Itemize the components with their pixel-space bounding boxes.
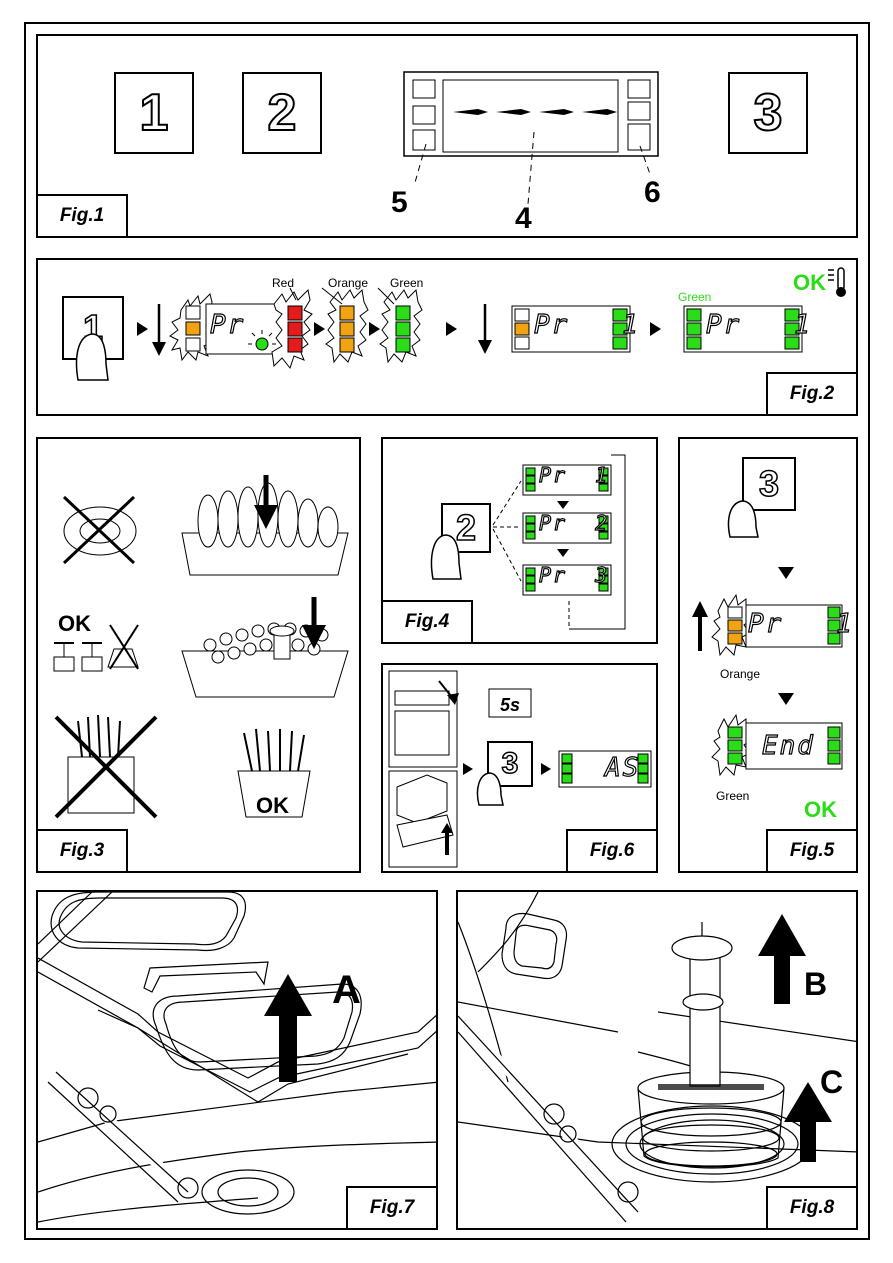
page-frame (24, 22, 870, 1240)
label-green-ready: Green (678, 290, 712, 304)
fig3-ok-glasses: OK (58, 611, 91, 636)
fig3-drawing (53, 475, 349, 819)
fig2-panel: 1 (36, 258, 858, 416)
fig4-program-1: Pr 1 (538, 462, 610, 487)
fig2-lcd-pr1-b: Pr 1 (705, 309, 812, 340)
fig7-label: Fig.7 (346, 1186, 436, 1228)
fig2-label: Fig.2 (766, 372, 856, 414)
label-orange: Orange (328, 276, 369, 290)
fig7-arrow-label-a: A (332, 968, 361, 1012)
fig5-drawing (692, 500, 843, 777)
fig6-panel: 3 5s AS Fig.6 (381, 663, 658, 873)
callout-6: 6 (644, 176, 661, 209)
key-3: 3 (728, 72, 808, 154)
fig5-panel: 3 Pr 1 End Orange Green OK Fig.5 (678, 437, 858, 873)
fig4-drawing (430, 454, 626, 630)
fig6-drawing (388, 670, 652, 868)
fig4-key-2: 2 (441, 503, 491, 553)
fig8-arrow-label-c: C (820, 1064, 844, 1100)
fig1-label: Fig.1 (38, 194, 128, 236)
fig8-drawing (458, 892, 856, 1223)
fig7-drawing (38, 892, 436, 1223)
fig5-lcd-pr1: Pr 1 (747, 608, 854, 639)
fig6-time: 5s (499, 694, 521, 715)
fig5-label: Fig.5 (766, 829, 856, 871)
fig4-program-2: Pr 2 (538, 510, 610, 535)
fig5-label-orange: Orange (720, 667, 761, 681)
control-panel-drawing (403, 71, 659, 205)
fig5-label-green: Green (716, 789, 750, 803)
fig3-label: Fig.3 (38, 829, 128, 871)
label-red: Red (272, 276, 295, 290)
fig2-lcd-pr1-a: Pr 1 (533, 309, 640, 340)
callout-4: 4 (515, 202, 532, 235)
key-1: 1 (114, 72, 194, 154)
fig7-panel: A Fig.7 (36, 890, 438, 1230)
fig8-panel: B C Fig.8 (456, 890, 858, 1230)
fig2-ok: OK (793, 270, 826, 295)
fig3-panel: OK OK Fig.3 (36, 437, 361, 873)
fig1-panel: 1 2 3 5 4 6 Fig.1 (36, 34, 858, 238)
key-2: 2 (242, 72, 322, 154)
fig2-drawing (75, 267, 846, 381)
fig6-label: Fig.6 (566, 829, 656, 871)
fig4-panel: 2 Pr 1 Pr 2 Pr 3 Fig.4 (381, 437, 658, 644)
fig6-lcd-as: AS (604, 752, 641, 783)
fig5-ok: OK (804, 797, 837, 822)
fig2-lcd-pr: Pr (209, 309, 246, 340)
fig5-lcd-end: End (761, 730, 815, 761)
fig8-arrow-label-b: B (804, 966, 828, 1002)
fig3-ok-cutlery: OK (256, 793, 289, 818)
callout-5: 5 (391, 186, 408, 219)
fig8-label: Fig.8 (766, 1186, 856, 1228)
fig4-program-3: Pr 3 (538, 562, 610, 587)
label-green: Green (390, 276, 424, 290)
fig4-label: Fig.4 (383, 600, 473, 642)
fig5-key-3: 3 (742, 457, 796, 511)
